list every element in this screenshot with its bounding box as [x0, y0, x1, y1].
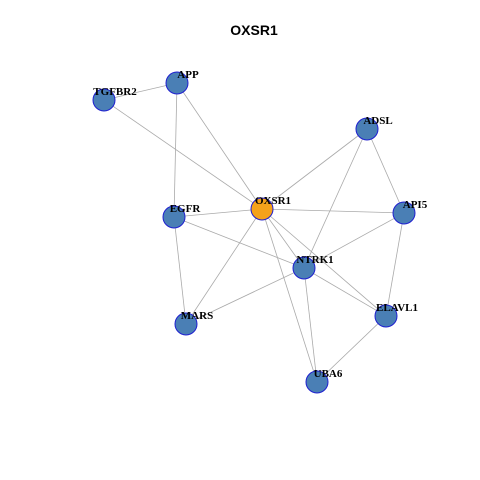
- edge-app-egfr: [173, 82, 178, 218]
- edge-adsl-ntrk1: [303, 128, 368, 269]
- node-adsl[interactable]: [355, 117, 379, 141]
- edge-api5-ntrk1: [303, 212, 405, 269]
- edge-ntrk1-elavl1: [303, 267, 387, 317]
- node-elavl1[interactable]: [374, 304, 398, 328]
- node-label-oxsr1: OXSR1: [255, 195, 291, 207]
- edge-egfr-oxsr1: [173, 208, 263, 218]
- edge-ntrk1-uba6: [303, 267, 318, 383]
- node-egfr[interactable]: [162, 205, 186, 229]
- node-tgfbr2[interactable]: [92, 88, 116, 112]
- node-label-ntrk1: NTRK1: [296, 254, 333, 266]
- node-label-app: APP: [177, 69, 199, 81]
- edge-oxsr1-elavl1: [261, 208, 387, 317]
- edge-tgfbr2-app: [103, 82, 178, 101]
- edge-egfr-ntrk1: [173, 216, 305, 269]
- node-label-api5: API5: [403, 199, 428, 211]
- node-label-egfr: EGFR: [170, 203, 202, 215]
- node-label-tgfbr2: TGFBR2: [93, 86, 137, 98]
- edge-api5-elavl1: [385, 212, 405, 317]
- graph-title: OXSR1: [230, 22, 278, 38]
- edge-oxsr1-api5: [261, 208, 405, 214]
- node-api5[interactable]: [392, 201, 416, 225]
- node-app[interactable]: [165, 71, 189, 95]
- edge-oxsr1-ntrk1: [261, 208, 305, 269]
- node-ntrk1[interactable]: [292, 256, 316, 280]
- node-mars[interactable]: [174, 312, 198, 336]
- edge-oxsr1-uba6: [261, 208, 318, 383]
- edge-layer: [103, 82, 405, 383]
- edge-ntrk1-mars: [185, 267, 305, 325]
- edge-app-oxsr1: [176, 82, 263, 210]
- edge-adsl-api5: [366, 128, 405, 214]
- edge-oxsr1-mars: [185, 208, 263, 325]
- edge-tgfbr2-oxsr1: [103, 99, 263, 210]
- node-label-mars: MARS: [181, 310, 213, 322]
- edge-egfr-mars: [173, 216, 187, 325]
- node-label-uba6: UBA6: [314, 368, 343, 380]
- node-uba6[interactable]: [305, 370, 329, 394]
- node-label-adsl: ADSL: [363, 115, 392, 127]
- edge-adsl-oxsr1: [261, 128, 368, 210]
- edge-elavl1-uba6: [316, 315, 387, 383]
- node-layer: [92, 71, 416, 394]
- node-label-elavl1: ELAVL1: [376, 302, 418, 314]
- node-oxsr1[interactable]: [250, 197, 274, 221]
